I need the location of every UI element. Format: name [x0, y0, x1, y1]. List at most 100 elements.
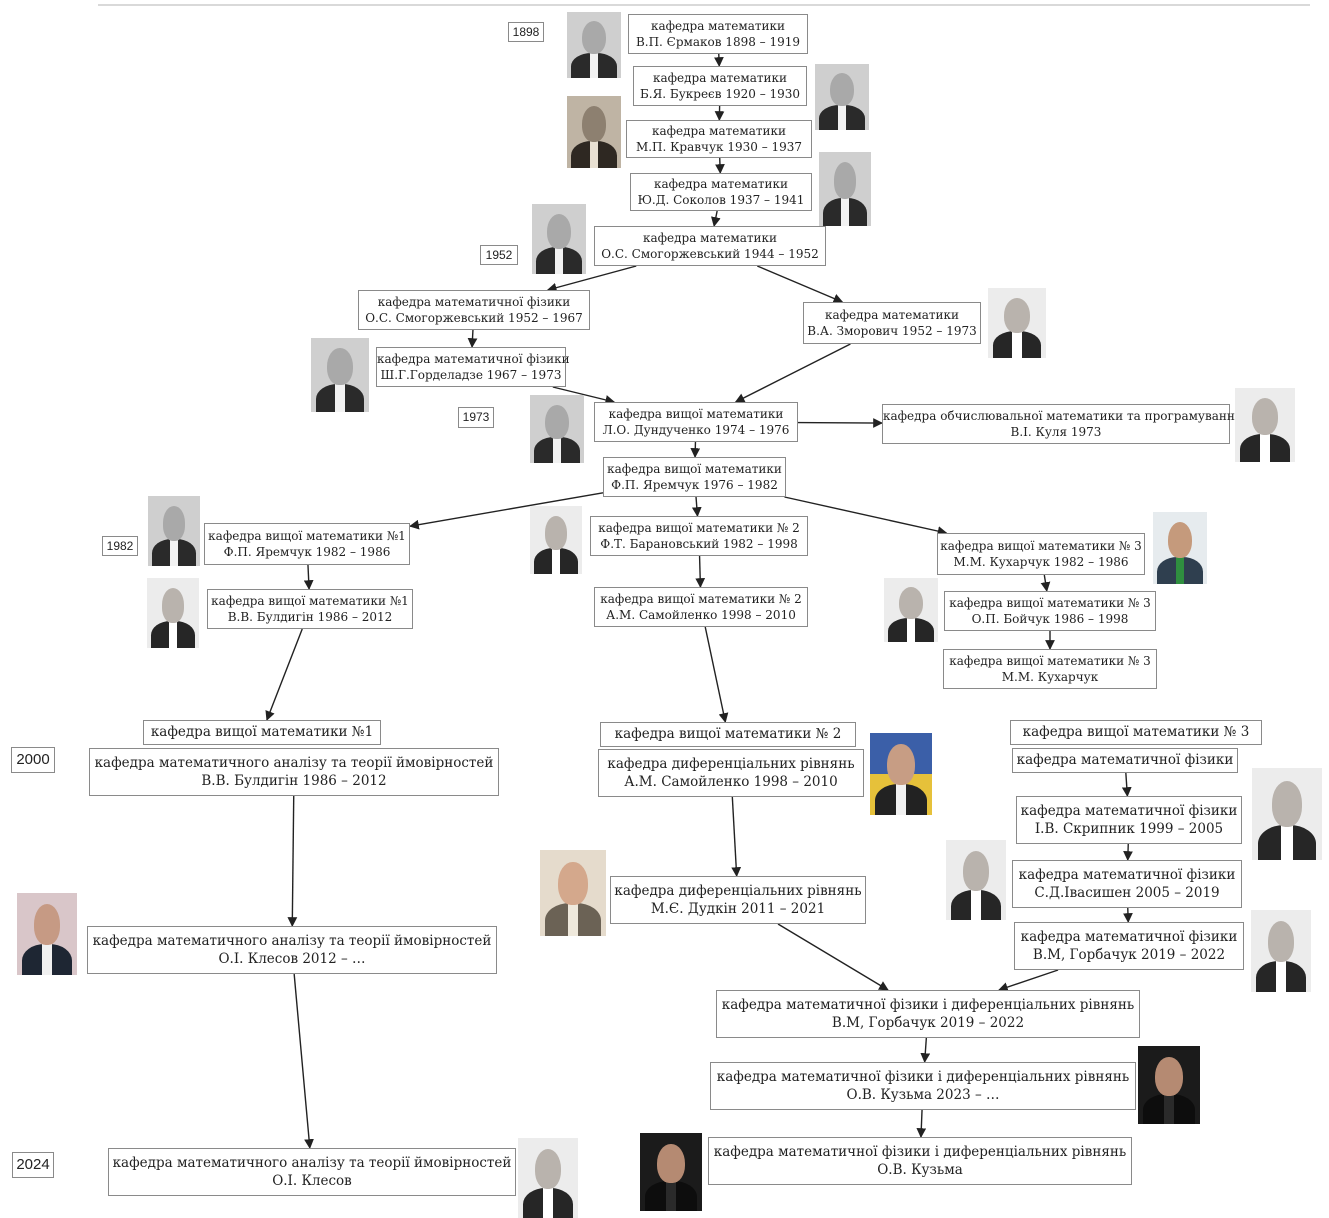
dept-title: кафедра вищої математики № 3 — [945, 595, 1155, 611]
dept-title: кафедра вищої математики № 2 — [595, 591, 807, 607]
edge-n12-n15 — [308, 565, 309, 589]
dept-title: кафедра математичного аналізу та теорії … — [88, 932, 496, 950]
dept-title: кафедра математичного аналізу та теорії … — [90, 754, 498, 772]
dept-head: А.М. Самойленко 1998 – 2010 — [599, 773, 863, 791]
edge-n16-n21 — [705, 627, 725, 722]
edge-n4-n5 — [714, 211, 717, 226]
dept-title: кафедра математики — [627, 123, 811, 139]
dept-title: кафедра математики — [629, 18, 807, 34]
dept-title: кафедра математичної фізики і диференціа… — [709, 1143, 1131, 1161]
portrait-kuzma — [1138, 1046, 1200, 1124]
dept-title: кафедра математичної фізики і диференціа… — [711, 1068, 1135, 1086]
dept-title: кафедра математичної фізики і диференціа… — [717, 996, 1139, 1014]
portrait-kuzma-2 — [640, 1133, 702, 1211]
dept-head: А.М. Самойленко 1998 – 2010 — [595, 607, 807, 623]
edge-n3-n4 — [720, 158, 721, 173]
year-label-1952: 1952 — [480, 245, 518, 265]
edge-n5-n7 — [757, 266, 842, 302]
edge-n20-n29 — [292, 796, 293, 926]
dept-title: кафедра вищої математики — [595, 406, 797, 422]
dept-title: кафедра вищої математики — [604, 461, 785, 477]
dept-node-n33: кафедра математичної фізики і диференціа… — [708, 1137, 1132, 1185]
dept-head: О.П. Бойчук 1986 – 1998 — [945, 611, 1155, 627]
portrait-samoilenko — [870, 733, 932, 815]
dept-title: кафедра математичної фізики — [1013, 751, 1237, 769]
dept-node-n20: кафедра математичного аналізу та теорії … — [89, 748, 499, 796]
dept-head: Ф.Т. Барановський 1982 – 1998 — [591, 536, 807, 552]
edge-n15-n19 — [267, 629, 302, 720]
edge-n6-n8 — [472, 330, 473, 347]
dept-title: кафедра вищої математики № 3 — [1011, 723, 1261, 741]
dept-head: Ю.Д. Соколов 1937 – 1941 — [631, 192, 811, 208]
dept-head: В.М, Горбачук 2019 – 2022 — [1015, 946, 1243, 964]
year-label-2000: 2000 — [11, 747, 55, 773]
dept-head: С.Д.Івасишен 2005 – 2019 — [1013, 884, 1241, 902]
dept-title: кафедра математичної фізики — [377, 351, 565, 367]
dept-title: кафедра математичної фізики — [359, 294, 589, 310]
dept-title: кафедра математики — [595, 230, 825, 246]
edge-n29-n32 — [294, 974, 310, 1148]
dept-head: І.В. Скрипник 1999 – 2005 — [1017, 820, 1241, 838]
portrait-baranovsky — [530, 506, 582, 574]
dept-title: кафедра диференціальних рівнянь — [611, 882, 865, 900]
dept-head: Л.О. Дундученко 1974 – 1976 — [595, 422, 797, 438]
dept-title: кафедра математики — [804, 307, 980, 323]
year-label-2024: 2024 — [12, 1152, 54, 1178]
dept-head: О.С. Смогоржевський 1944 – 1952 — [595, 246, 825, 262]
edge-n30-n31 — [925, 1038, 927, 1062]
dept-title: кафедра вищої математики №1 — [208, 593, 412, 609]
dept-head: Ф.П. Яремчук 1976 – 1982 — [604, 477, 785, 493]
portrait-yermakov — [567, 12, 621, 78]
portrait-kulia — [1235, 388, 1295, 462]
dept-title: кафедра диференціальних рівнянь — [599, 755, 863, 773]
edge-n27-n30 — [778, 924, 888, 990]
dept-title: кафедра математики — [631, 176, 811, 192]
edge-n25-n26 — [1128, 844, 1129, 860]
portrait-skrypnyk — [1252, 768, 1322, 860]
dept-node-n23: кафедра вищої математики № 3 — [1010, 720, 1262, 745]
year-label-1973: 1973 — [458, 407, 494, 428]
dept-node-n32: кафедра математичного аналізу та теорії … — [108, 1148, 516, 1196]
dept-title: кафедра вищої математики № 3 — [944, 653, 1156, 669]
dept-head: О.В. Кузьма 2023 – … — [711, 1086, 1135, 1104]
dept-head: М.Є. Дудкін 2011 – 2021 — [611, 900, 865, 918]
dept-head: В.В. Булдигін 1986 – 2012 — [90, 772, 498, 790]
edge-n13-n16 — [700, 556, 701, 587]
dept-title: кафедра математичної фізики — [1017, 802, 1241, 820]
dept-head: В.П. Єрмаков 1898 – 1919 — [629, 34, 807, 50]
dept-title: кафедра математичної фізики — [1015, 928, 1243, 946]
dept-head: В.І. Куля 1973 — [883, 424, 1229, 440]
dept-node-n21: кафедра вищої математики № 2 — [600, 722, 856, 747]
portrait-ivasyshen — [946, 840, 1006, 920]
portrait-boichuk — [884, 578, 938, 642]
dept-title: кафедра вищої математики №1 — [205, 528, 409, 544]
dept-head: О.І. Клесов — [109, 1172, 515, 1190]
edge-n28-n30 — [999, 970, 1058, 990]
dept-node-n30: кафедра математичної фізики і диференціа… — [716, 990, 1140, 1038]
dept-head: О.В. Кузьма — [709, 1161, 1131, 1179]
dept-title: кафедра вищої математики № 2 — [591, 520, 807, 536]
portrait-klesov-2 — [518, 1138, 578, 1218]
dept-head: Ф.П. Яремчук 1982 – 1986 — [205, 544, 409, 560]
dept-title: кафедра математичного аналізу та теорії … — [109, 1154, 515, 1172]
dept-head: М.П. Кравчук 1930 – 1937 — [627, 139, 811, 155]
dept-head: М.М. Кухарчук 1982 – 1986 — [938, 554, 1144, 570]
dept-node-n24: кафедра математичної фізики — [1012, 748, 1238, 773]
dept-head: В.А. Зморович 1952 – 1973 — [804, 323, 980, 339]
